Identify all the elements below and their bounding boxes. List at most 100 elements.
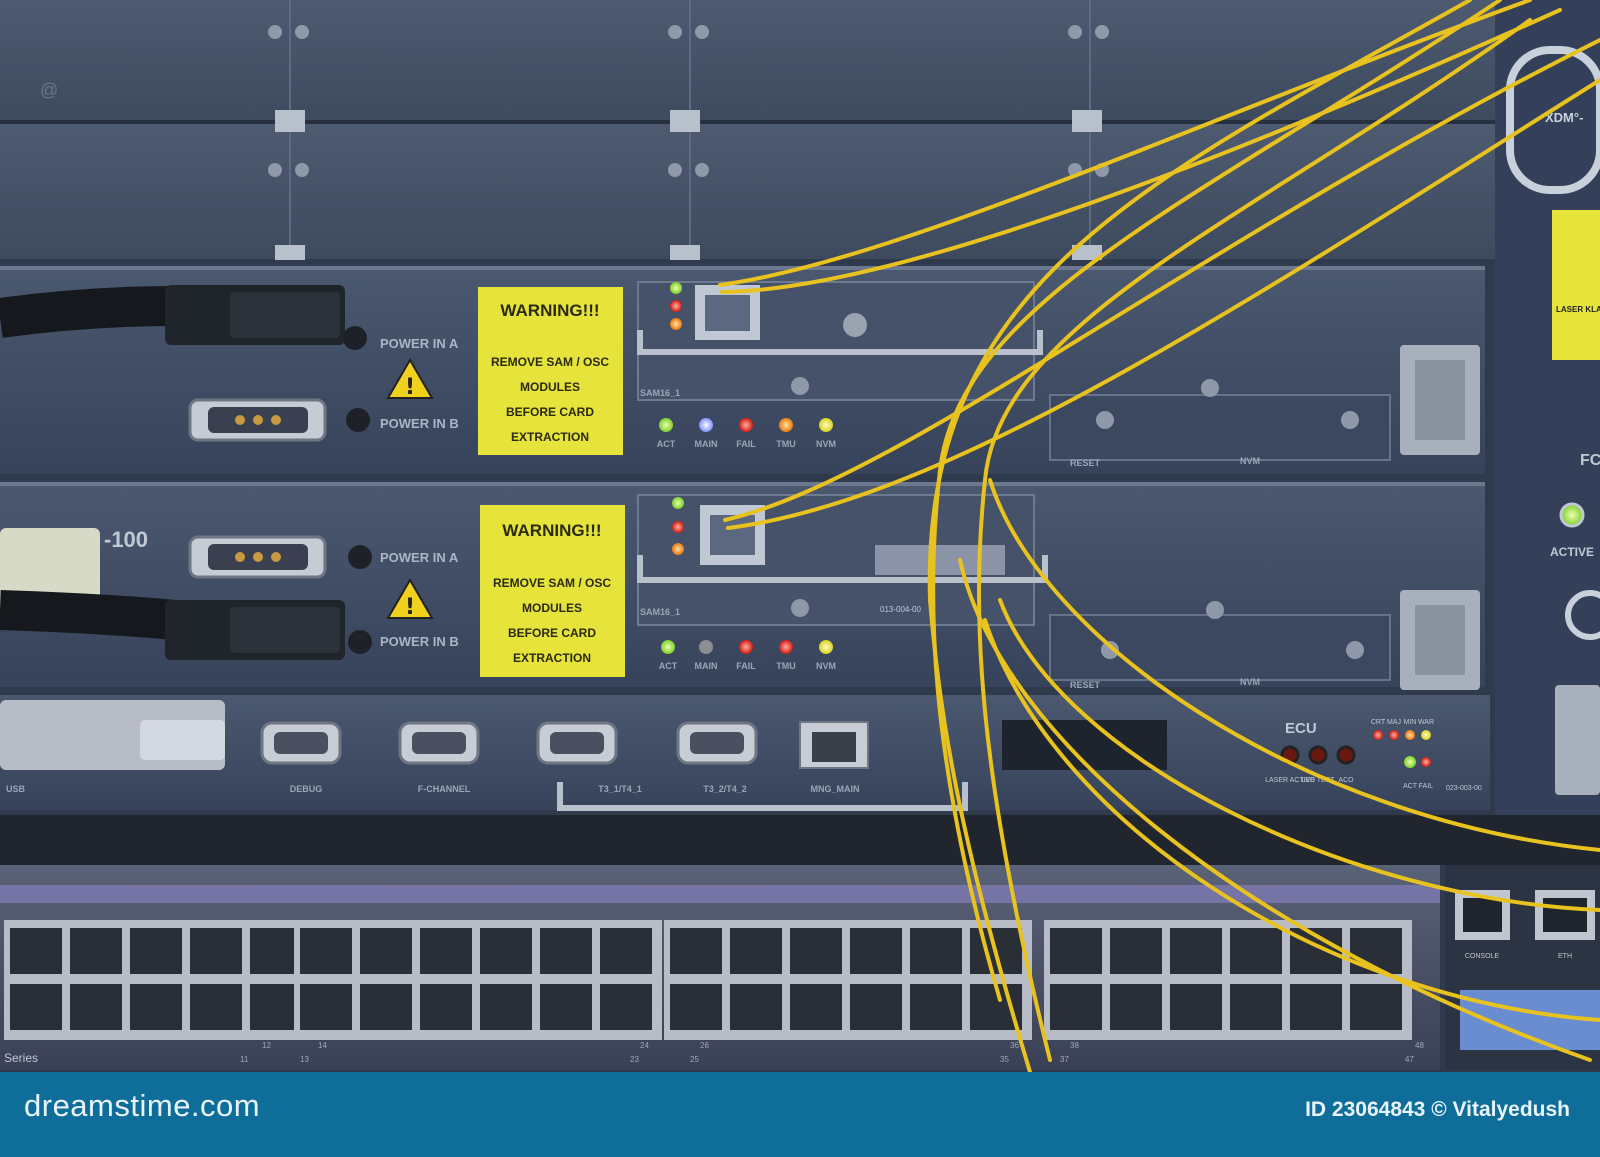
port-number: 37 [1060,1055,1069,1064]
rj45-port[interactable] [360,928,412,974]
rj45-port[interactable] [70,984,122,1030]
rj45-port[interactable] [1290,984,1342,1030]
port-number: 23 [630,1055,639,1064]
rj45-port[interactable] [790,928,842,974]
laser-warning-sticker [1552,210,1600,360]
aco-button[interactable] [1336,745,1356,765]
warning-label-b [480,505,625,677]
alarm-min-led [1405,730,1415,740]
warning-line: BEFORE CARD [508,626,596,640]
led-label: ACT [657,439,676,449]
rj45-port[interactable] [1050,984,1102,1030]
led-tmu [779,418,793,432]
rj45-port[interactable] [1110,928,1162,974]
watermark-swirl-icon: @ [40,80,59,100]
led-label: TMU [776,661,796,671]
rj45-port[interactable] [1350,984,1402,1030]
led-act [659,418,673,432]
rj45-port[interactable] [670,928,722,974]
fc-label: FC [1580,452,1600,469]
alarm-label: CRT [1371,719,1386,726]
rj45-port[interactable] [480,928,532,974]
warning-line: MODULES [520,380,580,394]
led-label: FAIL [736,661,756,671]
rj45-port[interactable] [540,928,592,974]
led-label: NVM [816,661,836,671]
rj45-port[interactable] [190,984,242,1030]
port-number: 47 [1405,1055,1414,1064]
rj45-port[interactable] [360,984,412,1030]
rj45-port[interactable] [10,984,62,1030]
port-number: 13 [300,1055,309,1064]
ecu-label: ECU [1285,720,1317,737]
rj45-port[interactable] [1050,928,1102,974]
warning-label-a [478,287,623,455]
port-number: 11 [240,1055,249,1064]
rj45-port[interactable] [300,928,352,974]
rj45-port[interactable] [250,984,302,1030]
led-nvm [819,418,833,432]
svg-text:!: ! [405,375,415,400]
rj45-port[interactable] [730,984,782,1030]
rj45-port[interactable] [1230,984,1282,1030]
rj45-port[interactable] [730,928,782,974]
rj45-port[interactable] [420,928,472,974]
alarm-label: WAR [1418,719,1434,726]
rj45-port[interactable] [480,984,532,1030]
warning-line: EXTRACTION [511,430,589,444]
io-row: USB DEBUG F-CHANNEL T3_1/T4_1 T3_2/T4_2 … [0,695,1490,811]
rj45-port[interactable] [420,984,472,1030]
power-in-b-label: POWER IN B [380,416,459,431]
port-number: 38 [1070,1041,1079,1050]
rj45-port[interactable] [790,984,842,1030]
rj45-port[interactable] [600,928,652,974]
led-act [661,640,675,654]
t3-1-label: T3_1/T4_1 [598,784,642,794]
fail-led [1421,757,1431,767]
image-id-watermark: ID 23064843 © Vitalyedush [1305,1098,1570,1121]
rj45-port[interactable] [250,928,302,974]
rj45-port[interactable] [850,984,902,1030]
hazard-triangle-icon [386,578,434,619]
led-label: MAIN [695,661,718,671]
fail-label: FAIL [1419,783,1434,790]
rj45-port[interactable] [130,928,182,974]
rj45-port[interactable] [670,984,722,1030]
rj45-port[interactable] [70,928,122,974]
series-label: Series [4,1051,38,1065]
rj45-port[interactable] [910,928,962,974]
t3-2-label: T3_2/T4_2 [703,784,747,794]
part-number: 013-004-00 [880,605,921,614]
rj45-port[interactable] [850,928,902,974]
rj45-port[interactable] [10,928,62,974]
nvm-label: NVM [1240,456,1260,466]
ethernet-switch: Series 11 13 23 25 35 37 47 12 14 24 26 … [0,815,1600,1070]
reset-label: RESET [1070,458,1101,468]
rj45-port[interactable] [540,984,592,1030]
rj45-port[interactable] [910,984,962,1030]
module-b: -100 POWER IN A POWER IN B ! WARNING!!! … [0,482,1485,690]
warning-title: WARNING!!! [502,521,601,540]
telecom-equipment-photo: POWER IN A POWER IN B ! WARNING!!! REMOV… [0,0,1600,1072]
svg-text:!: ! [405,595,415,620]
module-a: POWER IN A POWER IN B ! WARNING!!! REMOV… [0,266,1485,474]
led-test-button[interactable] [1308,745,1328,765]
led-label: FAIL [736,439,756,449]
console-label: CONSOLE [1465,953,1500,960]
usb-label: USB [6,784,26,794]
rj45-port[interactable] [1230,928,1282,974]
rj45-port[interactable] [1110,984,1162,1030]
rj45-port[interactable] [130,984,182,1030]
brand-watermark: dreamstime.com [24,1088,261,1123]
rj45-port[interactable] [600,984,652,1030]
rj45-port[interactable] [1170,984,1222,1030]
rj45-port[interactable] [1170,928,1222,974]
power-in-a-label: POWER IN A [380,550,459,565]
alarm-crt-led [1373,730,1383,740]
power-in-a-label: POWER IN A [380,336,459,351]
warning-line: BEFORE CARD [506,405,594,419]
rj45-port[interactable] [190,928,242,974]
alarm-maj-led [1389,730,1399,740]
rj45-port[interactable] [300,984,352,1030]
